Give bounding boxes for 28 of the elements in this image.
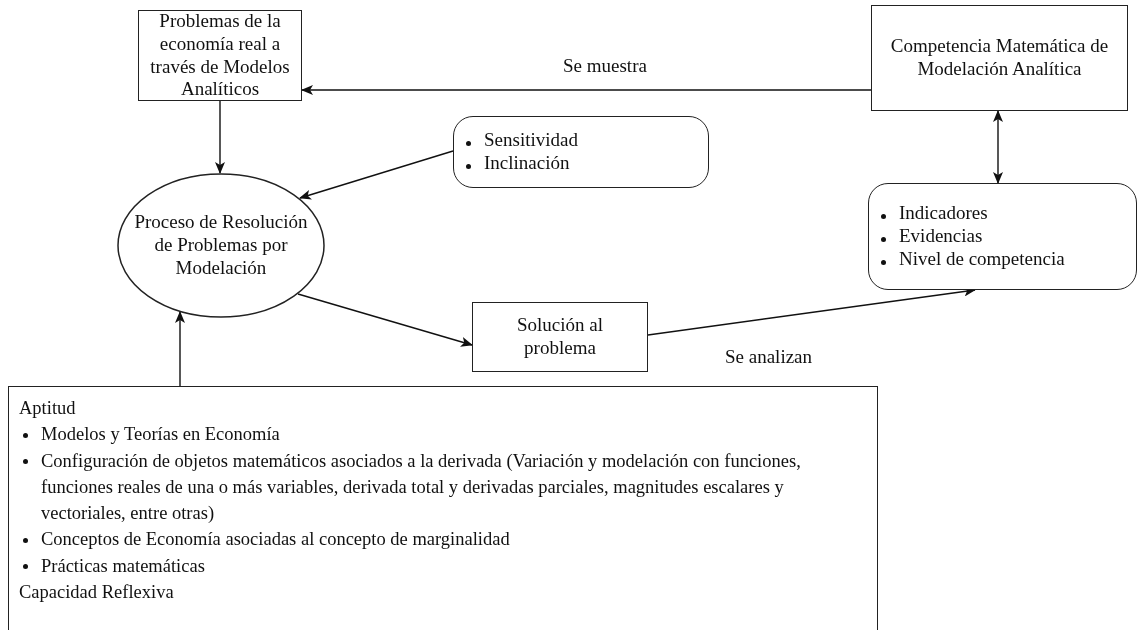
bullet-item: Inclinación — [462, 152, 700, 175]
arrow — [297, 293, 473, 347]
section-heading: Aptitud — [19, 397, 77, 420]
process-box — [871, 5, 1128, 111]
bullet-list-box — [453, 116, 709, 188]
bullet-item: Modelos y Teorías en Economía — [19, 421, 867, 448]
bullet-item: Configuración de objetos matemáticos asociados a la derivada (Variación y modelación con funciones, funciones reales de una o más variables, derivada total y derivadas parciales, magnitudes escalares y vectoriales, entre otras) — [19, 447, 867, 527]
arrow — [175, 311, 185, 387]
bullet-item: Prácticas matemáticas — [19, 552, 867, 579]
bullet-item: Conceptos de Economía asociadas al concepto de marginalidad — [19, 526, 867, 553]
bullet-item: Indicadores — [877, 202, 1128, 226]
bullet-item: Sensitividad — [462, 129, 700, 152]
section-heading: Capacidad Reflexiva — [19, 580, 175, 604]
arrow — [993, 110, 1003, 184]
process-box — [472, 302, 648, 372]
process-ellipse — [117, 173, 325, 318]
arrow — [215, 100, 225, 174]
bullet-item: Evidencias — [877, 225, 1128, 248]
node-label: Competencia Matemática de Modelación Analítica — [889, 35, 1110, 81]
node-label: Proceso de Resolución de Problemas por Modelación — [133, 211, 309, 280]
arrow — [299, 150, 454, 200]
bullet-list-box — [868, 183, 1137, 290]
arrow — [301, 85, 872, 95]
node-label: Problemas de la economía real a través de Modelos Analíticos — [149, 9, 291, 102]
process-box — [138, 10, 302, 101]
aptitude-box — [8, 386, 878, 630]
node-label: Solución al problema — [516, 314, 604, 360]
bullet-item: Nivel de competencia — [877, 247, 1128, 271]
